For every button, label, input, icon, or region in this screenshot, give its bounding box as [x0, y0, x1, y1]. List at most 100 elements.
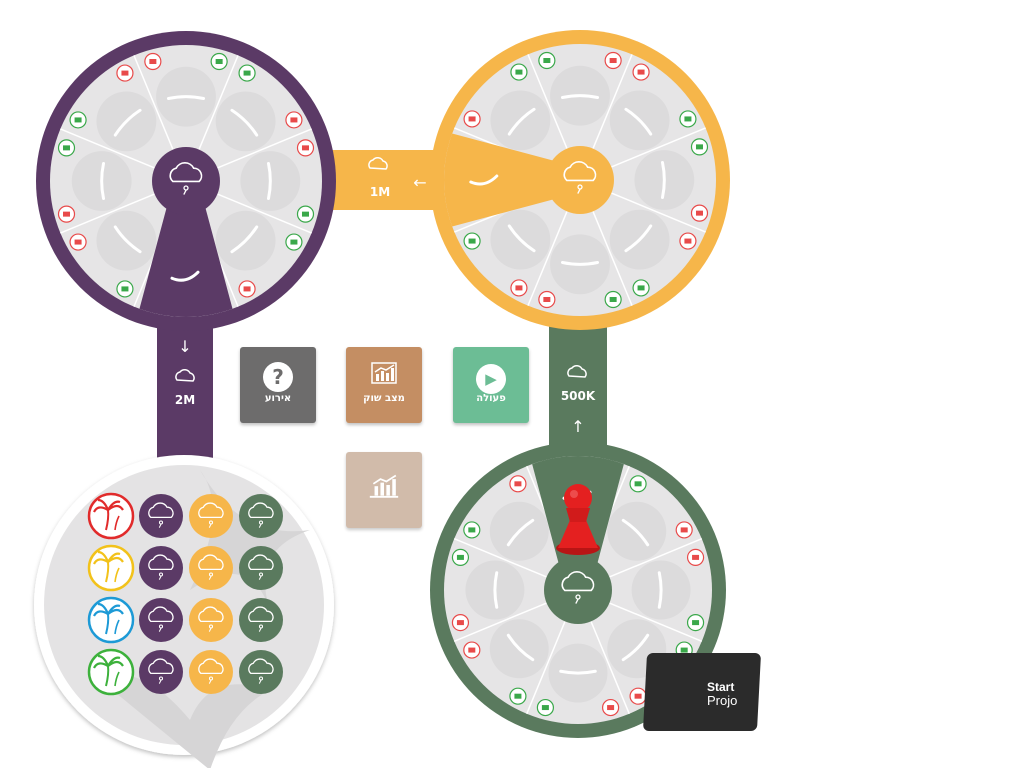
badge-mark-icon [515, 69, 523, 75]
player-lobby [34, 455, 334, 768]
badge-mark-icon [290, 239, 298, 245]
badge-mark-icon [680, 527, 688, 533]
cloud-icon [198, 502, 224, 528]
arrow-down-icon: ↓ [178, 337, 191, 356]
player-row [87, 492, 283, 540]
game-token[interactable] [239, 546, 283, 590]
player-palm-icon[interactable] [87, 596, 135, 644]
event-card[interactable]: ? אירוע [240, 347, 316, 423]
play-icon: ▶ [476, 364, 506, 394]
badge-mark-icon [692, 554, 700, 560]
game-token[interactable] [239, 494, 283, 538]
segment-divider [609, 602, 703, 642]
game-token[interactable] [139, 494, 183, 538]
cloud-icon [248, 606, 274, 632]
badge-mark-icon [121, 70, 129, 76]
game-token[interactable] [139, 598, 183, 642]
wheel-pointer [139, 202, 233, 317]
market-label: מצב שוק [363, 393, 405, 404]
badge-mark-icon [121, 286, 129, 292]
brand-logo: Start Projo [707, 680, 738, 708]
cloud-icon [248, 502, 274, 528]
pointer-arrow-icon [469, 174, 499, 186]
badge-mark-icon [514, 481, 522, 487]
wheel-pointer [444, 133, 559, 227]
event-label: אירוע [264, 393, 292, 404]
badge-mark-icon [149, 59, 157, 65]
badge-mark-icon [456, 554, 464, 560]
player-palm-icon[interactable] [87, 648, 135, 696]
badge-mark-icon [680, 647, 688, 653]
path-purple-lobby [157, 320, 213, 460]
segment-arrow-icon [266, 161, 272, 201]
game-token[interactable] [239, 650, 283, 694]
cloud-icon [248, 554, 274, 580]
market-card-faded [346, 452, 422, 528]
game-token[interactable] [189, 546, 233, 590]
segment-divider [217, 193, 312, 234]
segment-divider [198, 55, 239, 150]
player-token-grid [87, 492, 283, 696]
segment-arrow-icon [113, 108, 142, 137]
action-card[interactable]: ▶ פעולה [453, 347, 529, 423]
game-token[interactable] [139, 650, 183, 694]
segment-divider [592, 54, 633, 149]
segment-arrow-icon [560, 260, 600, 266]
segment-divider [611, 192, 706, 233]
market-card[interactable]: מצב שוק [346, 347, 422, 423]
player-palm-icon[interactable] [87, 544, 135, 592]
badge-mark-icon [63, 145, 71, 151]
badge-mark-icon [634, 693, 642, 699]
segment-divider [60, 128, 155, 169]
segment-arrow-icon [506, 633, 535, 662]
game-token[interactable] [239, 598, 283, 642]
palm-trunk [114, 515, 120, 531]
segment-arrow-icon [507, 107, 536, 136]
player-row [87, 596, 283, 644]
badge-mark-icon [634, 481, 642, 487]
player-palm-icon[interactable] [87, 492, 135, 540]
segment-arrow-icon [230, 108, 259, 137]
badge-mark-icon [301, 211, 309, 217]
question-icon: ? [263, 362, 293, 392]
pointer-arrow-icon [170, 270, 200, 282]
game-token[interactable] [139, 546, 183, 590]
game-token[interactable] [189, 598, 233, 642]
cloud-icon [148, 502, 174, 528]
palm-trunk [105, 561, 110, 583]
wheel-green[interactable] [430, 442, 726, 738]
badge-mark-icon [301, 145, 309, 151]
badge-mark-icon [541, 705, 549, 711]
badge-mark-icon [456, 620, 464, 626]
cloud-icon [198, 606, 224, 632]
arrow-up-icon: ↑ [571, 417, 584, 436]
badge-mark-icon [637, 69, 645, 75]
badge-mark-icon [695, 210, 703, 216]
wheel-purple[interactable] [36, 31, 336, 331]
wheel-yellow[interactable] [430, 30, 730, 330]
cloud-icon [368, 157, 388, 170]
badge-mark-icon [243, 70, 251, 76]
game-token[interactable] [189, 650, 233, 694]
badge-mark-icon [609, 296, 617, 302]
segment-arrow-icon [100, 161, 106, 201]
palm-trunk [114, 619, 120, 635]
segment-arrow-icon [657, 571, 663, 609]
segment-divider [526, 621, 566, 715]
palm-trunk [114, 567, 120, 583]
badge-mark-icon [692, 620, 700, 626]
cloud-icon [175, 369, 195, 382]
palm-trunk [114, 671, 120, 687]
segment-arrow-icon [560, 94, 600, 100]
badge-mark-icon [63, 211, 71, 217]
chart-icon [346, 361, 422, 391]
segment-divider [527, 211, 568, 306]
palm-leaves [93, 550, 124, 565]
segment-divider [60, 193, 155, 234]
path-amount-500k: 500K [561, 389, 596, 403]
cloud-icon [148, 554, 174, 580]
segment-divider [592, 211, 633, 306]
game-token[interactable] [189, 494, 233, 538]
player-pawn[interactable] [556, 484, 600, 555]
